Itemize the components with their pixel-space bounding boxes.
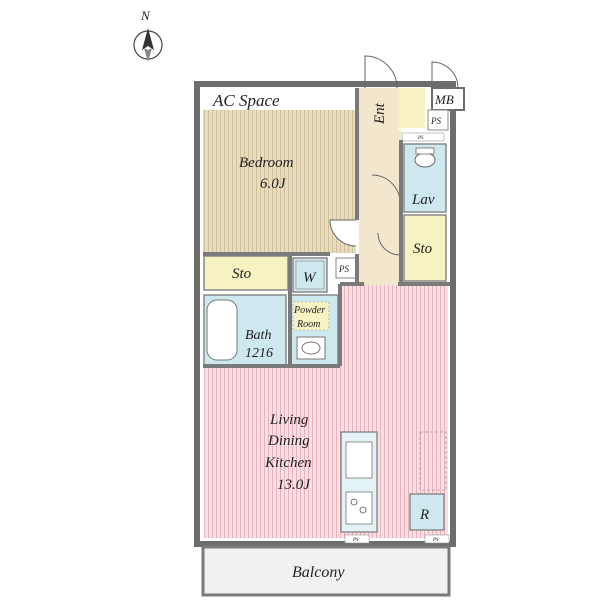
refrigerator-label: R bbox=[419, 507, 429, 523]
storage-right bbox=[403, 214, 447, 282]
stove-icon bbox=[345, 491, 373, 525]
entrance-label: Ent bbox=[372, 102, 388, 125]
hall bbox=[359, 130, 401, 285]
ldk-size: 13.0J bbox=[277, 477, 311, 493]
storage-left-label: Sto bbox=[232, 266, 252, 282]
washer-label: W bbox=[303, 270, 317, 286]
refrigerator-space bbox=[409, 493, 445, 531]
compass-needle-icon bbox=[142, 28, 154, 50]
ldk-label-2: Dining bbox=[267, 433, 310, 449]
closet bbox=[419, 431, 447, 491]
balcony bbox=[201, 545, 451, 597]
ldk-label-3: Kitchen bbox=[264, 455, 312, 471]
sink-icon bbox=[296, 336, 326, 360]
powder-room-label-2: Room bbox=[296, 319, 320, 330]
ps-small-label-2: PS bbox=[352, 538, 359, 543]
living-dining-kitchen bbox=[204, 285, 448, 538]
bath-size: 1216 bbox=[245, 346, 273, 361]
ac-space-label: AC Space bbox=[212, 91, 280, 110]
compass-label: N bbox=[140, 8, 151, 23]
storage-right-label: Sto bbox=[413, 241, 433, 257]
bedroom-door bbox=[329, 219, 357, 247]
shoe-storage bbox=[399, 88, 425, 128]
entrance bbox=[359, 88, 399, 130]
balcony-label: Balcony bbox=[292, 564, 345, 581]
bathtub-icon bbox=[206, 299, 238, 361]
washer-space bbox=[292, 257, 328, 293]
interior-walls bbox=[203, 88, 450, 368]
ps-top bbox=[427, 109, 449, 131]
mb-label: MB bbox=[434, 92, 454, 107]
compass: N bbox=[133, 8, 163, 62]
ps-label-top: PS bbox=[430, 116, 441, 126]
ps-small-label-1: PS bbox=[417, 136, 424, 141]
toilet-icon bbox=[414, 152, 436, 168]
powder-room-label-1: Powder bbox=[293, 305, 325, 316]
ldk-label-1: Living bbox=[269, 412, 309, 428]
storage-left bbox=[203, 255, 289, 291]
bedroom-label: Bedroom bbox=[239, 155, 294, 171]
kitchen-sink-icon bbox=[345, 441, 373, 479]
lavatory-label: Lav bbox=[411, 192, 435, 208]
ps-label-middle: PS bbox=[338, 264, 349, 274]
entrance-door bbox=[364, 55, 459, 89]
bath-label: Bath bbox=[245, 328, 271, 343]
bedroom-size: 6.0J bbox=[260, 176, 287, 192]
ps-small-label-3: PS bbox=[432, 538, 439, 543]
